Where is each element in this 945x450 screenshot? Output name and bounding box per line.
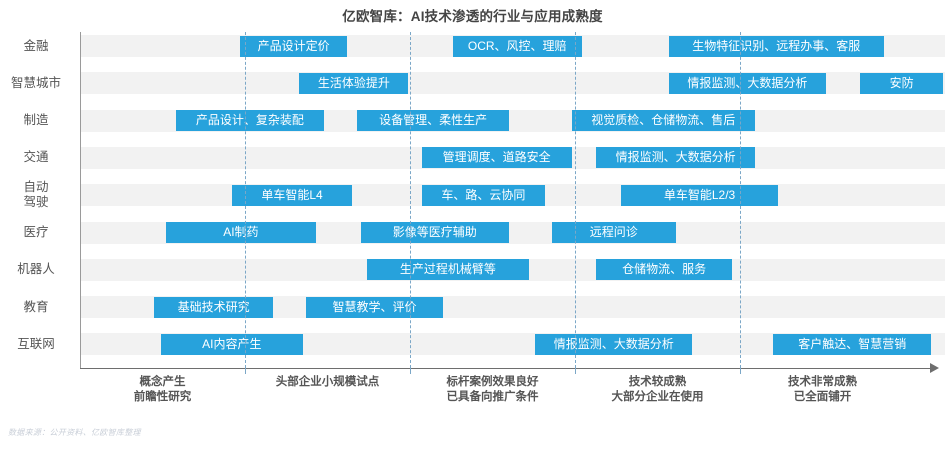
- maturity-bar[interactable]: 单车智能L4: [231, 184, 353, 206]
- row-label-自动驾驶: 自动驾驶: [0, 180, 72, 210]
- maturity-bar[interactable]: 单车智能L2/3: [621, 184, 778, 206]
- row-label-金融: 金融: [0, 39, 72, 54]
- maturity-bar[interactable]: 生活体验提升: [299, 72, 409, 94]
- row-label-制造: 制造: [0, 113, 72, 128]
- maturity-bar[interactable]: 情报监测、大数据分析: [596, 147, 755, 169]
- row-label-互联网: 互联网: [0, 337, 72, 352]
- row-label-交通: 交通: [0, 150, 72, 165]
- maturity-bar[interactable]: 仓储物流、服务: [596, 259, 732, 281]
- axis-tick: [245, 368, 246, 374]
- maturity-bar[interactable]: 管理调度、道路安全: [421, 147, 572, 169]
- maturity-bar[interactable]: AI制药: [165, 222, 316, 243]
- stage-label-line: 已全面铺开: [793, 391, 852, 403]
- row-label-line: 机器人: [17, 262, 55, 277]
- maturity-bar[interactable]: 安防: [860, 72, 943, 94]
- row-label-机器人: 机器人: [0, 262, 72, 277]
- stage-label-4: 技术较成熟大部分企业在使用: [575, 375, 740, 405]
- maturity-bar[interactable]: 基础技术研究: [154, 296, 274, 318]
- axis-tick: [575, 368, 576, 374]
- maturity-bar[interactable]: 生产过程机械臂等: [367, 259, 529, 281]
- maturity-bar[interactable]: 影像等医疗辅助: [360, 222, 509, 243]
- gridline: [410, 32, 411, 368]
- maturity-bar[interactable]: 设备管理、柔性生产: [357, 110, 509, 132]
- row-label-line: 制造: [23, 113, 49, 128]
- maturity-bar[interactable]: 产品设计定价: [240, 35, 348, 57]
- stage-label-line: 已具备向推广条件: [446, 391, 539, 403]
- stage-label-1: 概念产生前瞻性研究: [80, 375, 245, 405]
- page-title: 亿欧智库：AI技术渗透的行业与应用成熟度: [342, 9, 603, 24]
- maturity-bar[interactable]: 产品设计、复杂装配: [175, 110, 325, 132]
- row-label-line: 自动: [23, 180, 49, 195]
- gridline: [575, 32, 576, 368]
- row-label-line: 交通: [23, 150, 49, 165]
- row-label-line: 智慧城市: [10, 75, 61, 90]
- x-axis-arrow-icon: [930, 363, 939, 373]
- gridline: [245, 32, 246, 368]
- row-label-line: 金融: [23, 38, 49, 53]
- row-band: [80, 296, 945, 319]
- row-label-line: 互联网: [17, 336, 55, 351]
- stage-label-line: 技术较成熟: [628, 376, 687, 388]
- x-axis-line: [80, 368, 932, 369]
- row-label-line: 医疗: [23, 225, 49, 239]
- maturity-bar[interactable]: 远程问诊: [551, 222, 676, 243]
- maturity-bar[interactable]: AI内容产生: [160, 333, 303, 355]
- stage-label-3: 标杆案例效果良好已具备向推广条件: [410, 375, 575, 405]
- stage-label-2: 头部企业小规模试点: [245, 375, 410, 390]
- row-label-line: 驾驶: [23, 195, 49, 210]
- axis-tick: [740, 368, 741, 374]
- stage-label-line: 标杆案例效果良好: [446, 376, 539, 388]
- row-label-智慧城市: 智慧城市: [0, 76, 72, 91]
- maturity-bar[interactable]: 智慧教学、评价: [306, 296, 443, 318]
- maturity-bar[interactable]: 生物特征识别、远程办事、客服: [669, 35, 884, 57]
- stage-label-line: 头部企业小规模试点: [275, 376, 380, 388]
- stage-label-line: 概念产生: [139, 376, 186, 388]
- maturity-bar[interactable]: 情报监测、大数据分析: [535, 333, 693, 355]
- stage-label-line: 技术非常成熟: [788, 376, 857, 388]
- maturity-bar[interactable]: OCR、风控、理赔: [452, 35, 582, 57]
- row-label-医疗: 医疗: [0, 225, 72, 240]
- maturity-bar[interactable]: 情报监测、大数据分析: [669, 72, 826, 94]
- axis-tick: [410, 368, 411, 374]
- source-note: 数据来源：公开资料、亿欧智库整理: [8, 428, 141, 437]
- gridline: [740, 32, 741, 368]
- maturity-bar[interactable]: 车、路、云协同: [421, 184, 546, 206]
- row-label-line: 教育: [23, 299, 49, 314]
- stage-label-line: 前瞻性研究: [133, 391, 192, 403]
- y-axis-line: [80, 32, 81, 368]
- maturity-bar[interactable]: 视觉质检、仓储物流、售后: [571, 110, 755, 132]
- row-label-教育: 教育: [0, 300, 72, 315]
- stage-label-5: 技术非常成熟已全面铺开: [740, 375, 905, 405]
- maturity-bar[interactable]: 客户触达、智慧营销: [773, 333, 932, 355]
- stage-label-line: 大部分企业在使用: [611, 391, 704, 403]
